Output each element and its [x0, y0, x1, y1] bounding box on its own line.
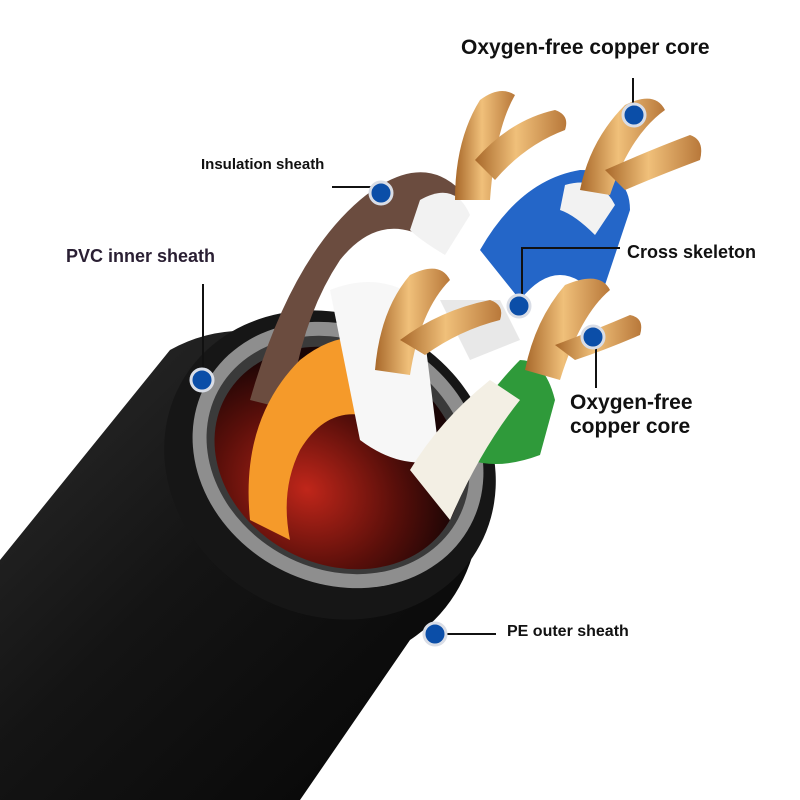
marker-pe-outer-sheath	[422, 621, 448, 647]
brown-pair	[250, 172, 470, 410]
marker-pvc-inner-sheath	[189, 367, 215, 393]
label-insulation-sheath: Insulation sheath	[201, 156, 325, 173]
marker-insulation-sheath	[368, 180, 394, 206]
marker-copper-core-top	[621, 102, 647, 128]
green-pair	[410, 360, 555, 520]
label-cross-skeleton: Cross skeleton	[627, 242, 757, 262]
label-pe-outer-sheath: PE outer sheath	[507, 623, 629, 640]
label-line-1: Oxygen-free	[570, 391, 693, 414]
marker-copper-core-right	[580, 324, 606, 350]
label-pvc-inner-sheath: PVC inner sheath	[66, 246, 216, 266]
marker-cross-skeleton	[506, 293, 532, 319]
label-oxygen-free-copper-core-right: Oxygen-free copper core	[570, 391, 693, 439]
marker-points	[189, 102, 647, 647]
label-line-2: copper core	[570, 415, 691, 439]
blue-pair	[480, 170, 630, 300]
label-oxygen-free-copper-core-top: Oxygen-free copper core	[461, 36, 710, 59]
